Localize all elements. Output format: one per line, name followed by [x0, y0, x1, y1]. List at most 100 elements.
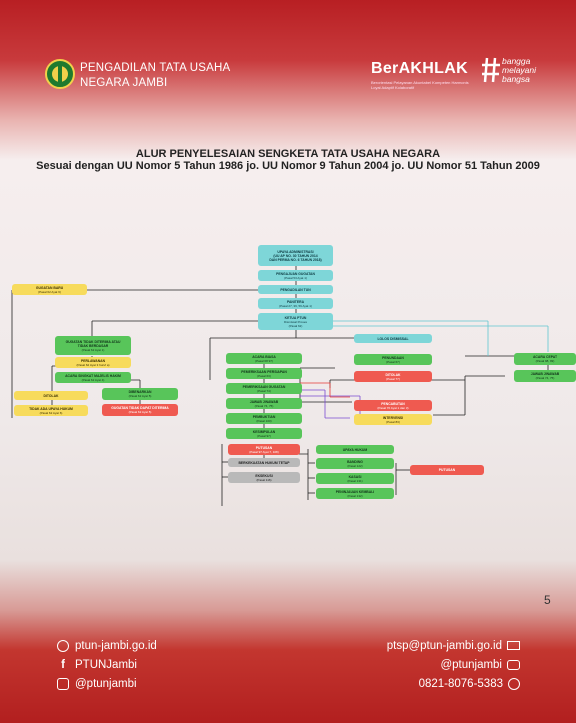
node-subtext: (Pasal 62 Ayat 1): [81, 347, 105, 352]
node-text: DIBENARKAN: [128, 390, 152, 394]
node-subtext: (Pasal 74, 75): [535, 376, 555, 380]
node-text: GUGATAN TIDAK DITERIMA ATAU: [65, 339, 121, 344]
court-name-line2: NEGARA JAMBI: [80, 77, 168, 89]
instagram-text: @ptunjambi: [75, 678, 137, 691]
node-perlawanan: PERLAWANAN (Pasal 62 Ayat 3 huruf a): [55, 357, 131, 368]
footer-email[interactable]: ptsp@ptun-jambi.go.id: [387, 640, 520, 652]
node-lolos-dismissal: LOLOS DISMISSAL: [354, 334, 432, 343]
mail-icon: [507, 641, 520, 651]
node-text: GUGATAN TIDAK DAPAT DITERIMA: [111, 406, 169, 410]
node-subtext: (Pasal 68 97): [255, 358, 273, 363]
node-subtext: (Pasal 67): [386, 359, 400, 364]
page-subtitle: Sesuai dengan UU Nomor 5 Tahun 1986 jo. …: [36, 160, 540, 172]
node-banding: BANDING (Pasal 122): [316, 458, 394, 469]
node-subtext: (Pasal 132): [347, 493, 363, 498]
node-acara-singkat: ACARA SINGKAT MAJELIS HAKIM (Pasal 62 Ay…: [55, 372, 131, 383]
node-text: PENGAJUAN GUGATAN: [276, 271, 315, 276]
hashtag-icon: [482, 56, 500, 89]
globe-icon: [57, 640, 69, 652]
node-text: PUTUSAN: [255, 445, 273, 450]
node-kasasi: KASASI (Pasal 131): [316, 473, 394, 484]
node-subtext: (Pasal 98, 99): [535, 359, 555, 363]
footer-facebook[interactable]: f PTUNJambi: [57, 659, 137, 671]
node-penundaan: PENUNDAAN (Pasal 67): [354, 354, 432, 365]
node-text: GUGATAN BARU: [35, 285, 64, 290]
node-intervensi: INTERVENSI (Pasal 83): [354, 414, 432, 425]
node-subtext: (Pasal 122): [347, 463, 363, 468]
node-acara-biasa: ACARA BIASA (Pasal 68 97): [226, 353, 302, 364]
node-kesimpulan: KESIMPULAN (Pasal 97): [226, 428, 302, 439]
page-title: ALUR PENYELESAIAN SENGKETA TATA USAHA NE…: [135, 148, 441, 160]
node-text: PEMERIKSAAN PERSIAPAN: [241, 369, 287, 374]
node-text: ACARA CEPAT: [532, 355, 558, 359]
node-text: PENCABUTAN: [381, 401, 405, 406]
node-text: (UU AP NO. 30 TAHUN 2014: [273, 253, 318, 258]
node-upaya-administrasi: UPAYA ADMINISTRASI (UU AP NO. 30 TAHUN 2…: [258, 245, 333, 266]
node-subtext: (Pasal 62 Ayat 5): [128, 410, 152, 414]
node-text: EKSEKUSI: [255, 473, 273, 478]
facebook-text: PTUNJambi: [75, 659, 137, 671]
court-name-line1: PENGADILAN TATA USAHA: [80, 62, 231, 74]
footer-youtube[interactable]: @ptunjambi: [440, 659, 520, 671]
node-upaya-hukum: UPAYA HUKUM: [316, 445, 394, 454]
node-subtext: (Pasal 83): [386, 419, 400, 424]
node-text: PERLAWANAN: [80, 358, 106, 363]
node-text: PENUNDAAN: [382, 355, 404, 360]
node-text: PENINJAUAN KEMBALI: [335, 489, 375, 494]
node-text: DAN PERMA NO. 6 TAHUN 2018): [269, 257, 322, 262]
footer-phone[interactable]: 0821-8076-5383: [419, 678, 520, 690]
node-text: JAWAB JINAWAB: [530, 372, 560, 376]
youtube-text: @ptunjambi: [440, 659, 502, 671]
node-text: PEMERIKSAAN GUGATAN: [242, 384, 286, 389]
node-text: LOLOS DISMISSAL: [377, 336, 409, 341]
node-text: KETUA PTUN: [284, 315, 307, 320]
node-text: JAWAB JINAWAB: [249, 399, 279, 404]
berakhlak-logo: BerAKHLAK: [371, 60, 468, 77]
phone-text: 0821-8076-5383: [418, 678, 503, 691]
node-subtext: (Pasal 62 Ayat 5): [128, 394, 152, 398]
footer-website[interactable]: ptun-jambi.go.id: [57, 640, 157, 652]
node-berkekuatan-hukum-tetap: BERKEKUATAN HUKUM TETAP: [228, 458, 300, 467]
node-text: PANITERA: [286, 299, 305, 304]
footer-instagram[interactable]: @ptunjambi: [57, 678, 137, 690]
node-subtext: (Pasal 74): [257, 388, 271, 393]
node-eksekusi: EKSEKUSI (Pasal 116): [228, 472, 300, 483]
node-peninjauan-kembali: PENINJAUAN KEMBALI (Pasal 132): [316, 488, 394, 499]
node-text: TIDAK BERDASAR: [77, 343, 109, 348]
node-pemeriksaan-persiapan: PEMERIKSAAN PERSIAPAN (Pasal 63): [226, 368, 302, 379]
node-subtext: (Pasal 62 Ayat 6): [38, 289, 61, 294]
node-subtext: (Pasal 27, 39, 59 Ayat 1): [279, 303, 312, 308]
node-text: PEMBUKTIAN: [252, 414, 276, 419]
node-subtext: Dismissal Proses: [283, 319, 307, 324]
node-jawab-jinawab: JAWAB JINAWAB (Pasal 74, 75): [226, 398, 302, 409]
berakhlak-tagline: Berorientasi Pelayanan Akuntabel Kompete…: [371, 80, 469, 90]
node-ditolak: DITOLAK: [14, 391, 88, 400]
node-acara-cepat: ACARA CEPAT (Pasal 98, 99): [514, 353, 576, 365]
youtube-icon: [507, 659, 520, 670]
court-name: PENGADILAN TATA USAHA NEGARA JAMBI: [80, 61, 230, 91]
email-text: ptsp@ptun-jambi.go.id: [386, 640, 502, 652]
node-subtext: (Pasal 62 Ayat 4): [81, 377, 105, 382]
node-pemeriksaan-gugatan: PEMERIKSAAN GUGATAN (Pasal 74): [226, 383, 302, 394]
court-logo-icon: [45, 56, 75, 97]
node-text: PENGADILAN TUN: [280, 287, 311, 292]
node-tidak-ada-upaya-hukum: TIDAK ADA UPAYA HUKUM (Pasal 62 Ayat 6): [14, 405, 88, 416]
node-subtext: (Pasal 116): [256, 477, 272, 482]
node-text: BANDING: [347, 459, 363, 464]
node-putusan-akhir: PUTUSAN: [410, 465, 484, 475]
website-text: ptun-jambi.go.id: [75, 640, 157, 653]
node-text: UPAYA HUKUM: [342, 447, 368, 452]
node-jawab-jinawab-cepat: JAWAB JINAWAB (Pasal 74, 75): [514, 370, 576, 382]
page-number: 5: [544, 593, 551, 607]
node-text: UPAYA ADMINISTRASI: [277, 249, 314, 254]
node-subtext: (Pasal 76 Ayat 1 dan 3): [377, 405, 409, 410]
node-panitera: PANITERA (Pasal 27, 39, 59 Ayat 1): [258, 298, 333, 309]
facebook-icon: f: [61, 659, 65, 671]
node-pengadilan-tun: PENGADILAN TUN: [258, 285, 333, 294]
bangga-melayani-logo: bangga melayani bangsa: [502, 57, 536, 84]
node-subtext: (Pasal 63): [257, 373, 271, 378]
node-gugatan-tidak-diterima: GUGATAN TIDAK DITERIMA ATAU TIDAK BERDAS…: [55, 336, 131, 355]
node-subtext: (Pasal 97): [257, 433, 271, 438]
node-text: ACARA SINGKAT MAJELIS HAKIM: [65, 373, 121, 378]
